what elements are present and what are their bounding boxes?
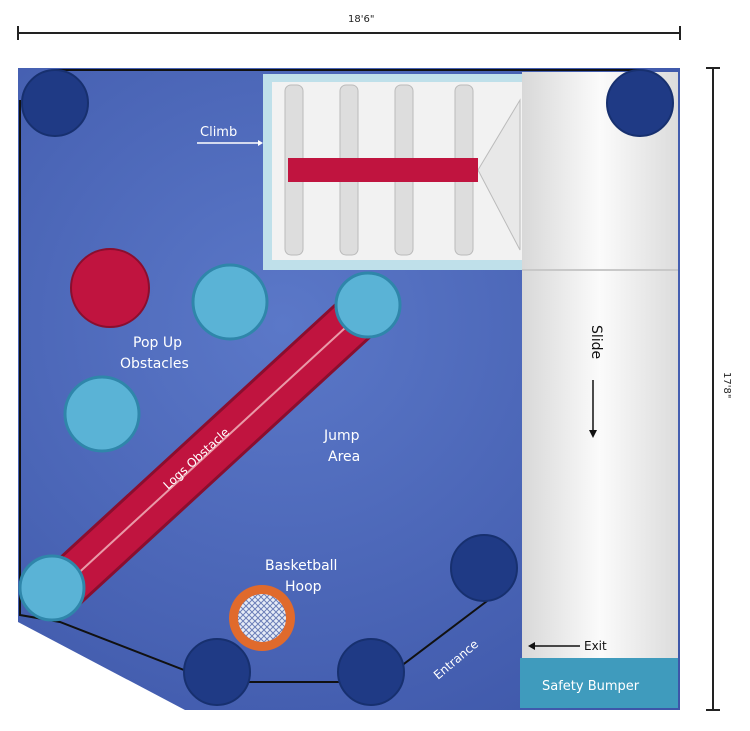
safety-bumper-label: Safety Bumper bbox=[542, 679, 640, 694]
post bbox=[606, 69, 674, 137]
climb-label: Climb bbox=[200, 125, 237, 140]
pop-up bbox=[191, 263, 269, 341]
pop-up bbox=[334, 271, 402, 339]
height-label: 17'8" bbox=[721, 372, 732, 398]
dark-posts bbox=[21, 69, 674, 706]
jump-label-2: Area bbox=[328, 449, 360, 465]
slide bbox=[522, 72, 678, 658]
basketball-label-2: Hoop bbox=[285, 579, 322, 595]
pop-up bbox=[63, 375, 141, 453]
pop-up-obstacles bbox=[18, 263, 402, 622]
exit-label: Exit bbox=[584, 639, 607, 653]
width-dimension: 18'6" bbox=[17, 14, 681, 40]
pop-up-red bbox=[70, 248, 150, 328]
post bbox=[337, 638, 405, 706]
post bbox=[183, 638, 251, 706]
basketball-hoop bbox=[229, 585, 295, 651]
width-label: 18'6" bbox=[348, 14, 374, 25]
climb-wall bbox=[263, 74, 523, 270]
logs-obstacle: Logs Obstacle bbox=[35, 280, 395, 615]
jump-label-1: Jump bbox=[323, 428, 360, 444]
basketball-label-1: Basketball bbox=[265, 558, 337, 574]
safety-bumper bbox=[520, 658, 678, 708]
height-dimension: 17'8" bbox=[706, 67, 732, 711]
slide-label: Slide bbox=[588, 325, 604, 359]
pop-up-label-1: Pop Up bbox=[133, 335, 182, 351]
pop-up-label-2: Obstacles bbox=[120, 356, 189, 372]
post bbox=[21, 69, 89, 137]
pop-up bbox=[18, 554, 86, 622]
post bbox=[450, 534, 518, 602]
